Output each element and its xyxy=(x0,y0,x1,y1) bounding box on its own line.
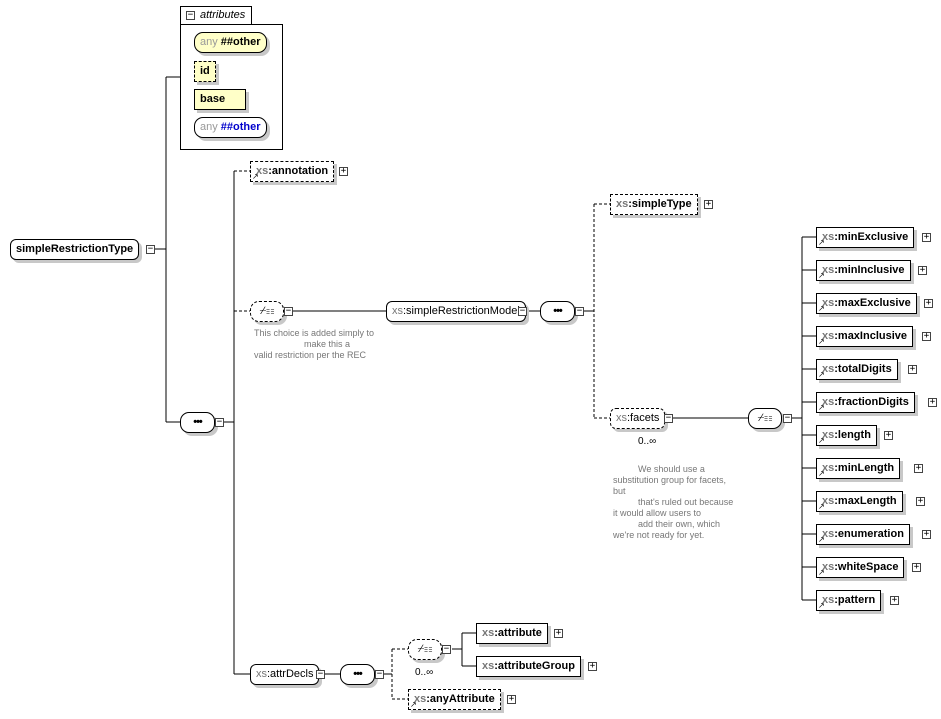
reference-arrow-icon: ↗ xyxy=(818,436,825,445)
reference-arrow-icon: ↗ xyxy=(818,370,825,379)
simple-restriction-model-group[interactable]: xs:simpleRestrictionModel xyxy=(386,301,526,322)
annotation-element[interactable]: ↗ xs:annotation xyxy=(250,161,335,182)
reference-arrow-icon: ↗ xyxy=(818,502,825,511)
any-attribute-element[interactable]: ↗ xs:anyAttribute xyxy=(408,689,501,710)
reference-arrow-icon: ↗ xyxy=(818,535,825,544)
sequence-compositor-icon: ••• xyxy=(540,301,575,322)
collapse-icon[interactable]: − xyxy=(575,306,584,316)
expand-icon[interactable]: + xyxy=(922,331,931,341)
collapse-icon[interactable]: − xyxy=(215,417,224,427)
facets-occurrence: 0..∞ xyxy=(638,436,657,447)
collapse-icon[interactable]: − xyxy=(442,644,451,654)
facet-element[interactable]: ↗xs:minInclusive xyxy=(816,260,911,281)
facets-note: We should use a substitution group for f… xyxy=(613,464,734,540)
reference-arrow-icon: ↗ xyxy=(818,271,825,280)
facet-element[interactable]: ↗xs:whiteSpace xyxy=(816,557,905,578)
expand-icon[interactable]: + xyxy=(922,232,931,242)
facet-element[interactable]: ↗xs:enumeration xyxy=(816,524,910,545)
collapse-icon[interactable]: − xyxy=(783,413,792,423)
collapse-icon[interactable]: − xyxy=(186,10,195,20)
reference-arrow-icon: ↗ xyxy=(818,337,825,346)
reference-arrow-icon: ↗ xyxy=(818,403,825,412)
attribute-id[interactable]: id xyxy=(194,61,216,82)
any-attribute-other-2[interactable]: any##other xyxy=(194,117,267,138)
facet-element[interactable]: ↗xs:totalDigits xyxy=(816,359,898,380)
collapse-icon[interactable]: − xyxy=(518,306,527,316)
choice-compositor-icon: ⌿☷ xyxy=(748,408,782,429)
choice-compositor-icon: ⌿☷ xyxy=(250,301,284,322)
attributes-title: attributes xyxy=(200,9,246,21)
facet-element[interactable]: ↗xs:pattern xyxy=(816,590,882,611)
expand-icon[interactable]: + xyxy=(704,199,713,209)
attribute-group-element[interactable]: xs:attributeGroup xyxy=(476,656,581,677)
sequence-compositor-icon: ••• xyxy=(340,664,375,685)
facet-element[interactable]: ↗xs:maxExclusive xyxy=(816,293,917,314)
attr-decls-group[interactable]: xs:attrDecls xyxy=(250,664,320,685)
attribute-element[interactable]: xs:attribute xyxy=(476,623,548,644)
facet-element[interactable]: ↗xs:minExclusive xyxy=(816,227,915,248)
expand-icon[interactable]: + xyxy=(588,661,597,671)
reference-arrow-icon: ↗ xyxy=(818,469,825,478)
collapse-icon[interactable]: − xyxy=(316,669,325,679)
expand-icon[interactable]: + xyxy=(928,397,937,407)
collapse-icon[interactable]: − xyxy=(146,244,155,254)
expand-icon[interactable]: + xyxy=(908,364,917,374)
facets-group[interactable]: xs:facets xyxy=(610,408,666,429)
choice-note: This choice is added simply to make this… xyxy=(254,328,375,360)
reference-arrow-icon: ↗ xyxy=(410,700,417,709)
collapse-icon[interactable]: − xyxy=(284,306,293,316)
facet-element[interactable]: ↗xs:length xyxy=(816,425,877,446)
expand-icon[interactable]: + xyxy=(554,628,563,638)
reference-arrow-icon: ↗ xyxy=(818,568,825,577)
choice-compositor-icon: ⌿☷ xyxy=(408,639,442,660)
facet-element[interactable]: ↗xs:fractionDigits xyxy=(816,392,915,413)
any-attribute-other-1[interactable]: any##other xyxy=(194,32,267,53)
simple-type-element[interactable]: xs:simpleType xyxy=(610,194,698,215)
expand-icon[interactable]: + xyxy=(918,265,927,275)
expand-icon[interactable]: + xyxy=(507,694,516,704)
reference-arrow-icon: ↗ xyxy=(818,304,825,313)
expand-icon[interactable]: + xyxy=(884,430,893,440)
facet-element[interactable]: ↗xs:maxInclusive xyxy=(816,326,914,347)
expand-icon[interactable]: + xyxy=(890,595,899,605)
collapse-icon[interactable]: − xyxy=(375,669,384,679)
attribute-base[interactable]: base xyxy=(194,89,246,110)
expand-icon[interactable]: + xyxy=(922,529,931,539)
collapse-icon[interactable]: − xyxy=(664,413,673,423)
facet-element[interactable]: ↗xs:maxLength xyxy=(816,491,903,512)
sequence-compositor-icon: ••• xyxy=(180,412,215,433)
expand-icon[interactable]: + xyxy=(916,496,925,506)
choice-occurrence: 0..∞ xyxy=(415,667,434,678)
attributes-header: − attributes xyxy=(180,6,252,25)
expand-icon[interactable]: + xyxy=(914,463,923,473)
root-complex-type[interactable]: simpleRestrictionType xyxy=(10,239,140,260)
facet-element[interactable]: ↗xs:minLength xyxy=(816,458,901,479)
expand-icon[interactable]: + xyxy=(339,166,348,176)
expand-icon[interactable]: + xyxy=(924,298,933,308)
reference-arrow-icon: ↗ xyxy=(818,601,825,610)
expand-icon[interactable]: + xyxy=(912,562,921,572)
reference-arrow-icon: ↗ xyxy=(252,172,259,181)
reference-arrow-icon: ↗ xyxy=(818,238,825,247)
